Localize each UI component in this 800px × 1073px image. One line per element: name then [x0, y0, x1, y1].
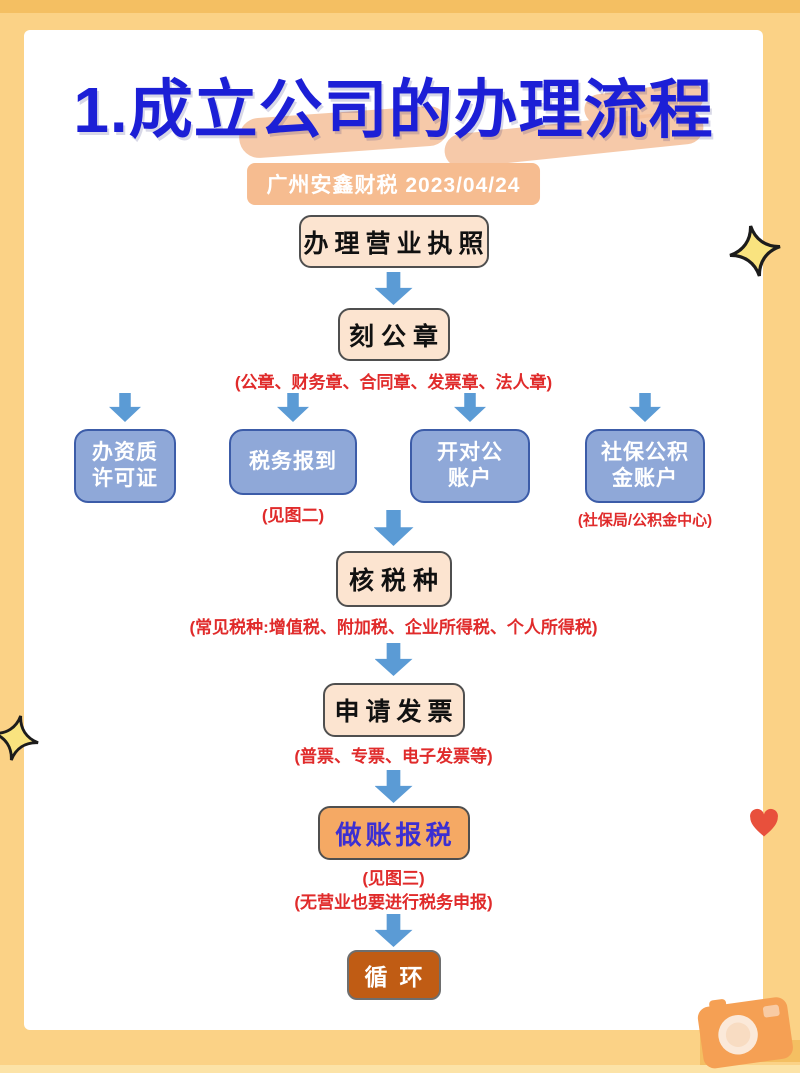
sparkle-icon [0, 715, 39, 761]
down-arrow-icon [374, 770, 413, 803]
content-card: 1.成立公司的办理流程 广州安鑫财税 2023/04/24 办理营业执照 刻公章… [24, 30, 763, 1030]
branch-label-line: 税务报到 [249, 450, 337, 473]
branch-note: (社保局/公积金中心) [577, 512, 713, 529]
flow-node-invoice: 申请发票 [322, 683, 465, 737]
author-date-badge: 广州安鑫财税 2023/04/24 [246, 163, 541, 205]
down-arrow-icon [629, 393, 661, 422]
flow-node-corporate-account: 开对公 账户 [410, 429, 530, 503]
branch-tax-registration: 税务报到 (见图二) [208, 393, 378, 526]
down-arrow-icon [374, 272, 413, 305]
branch-label-line: 许可证 [92, 467, 158, 490]
seal-note: (公章、财务章、合同章、发票章、法人章) [234, 373, 553, 392]
branch-note: (见图二) [261, 506, 325, 525]
branch-label-line: 金账户 [612, 467, 678, 490]
flow-node-qualification: 办资质 许可证 [74, 429, 176, 503]
branch-qualification: 办资质 许可证 [40, 393, 210, 509]
branch-row: 办资质 许可证 税务报到 (见图二) 开对公 账户 社保公积 [24, 393, 763, 533]
branch-label-line: 账户 [448, 467, 492, 490]
branch-social-security: 社保公积 金账户 (社保局/公积金中心) [560, 393, 730, 530]
bookkeeping-note-2: (无营业也要进行税务申报) [294, 893, 493, 912]
flow-node-bookkeeping: 做账报税 [317, 806, 470, 860]
branch-label-line: 办资质 [92, 441, 158, 464]
invoice-note: (普票、专票、电子发票等) [294, 747, 493, 766]
branch-corporate-account: 开对公 账户 [385, 393, 555, 509]
down-arrow-icon [374, 914, 413, 947]
tax-type-note: (常见税种:增值税、附加税、企业所得税、个人所得税) [189, 618, 598, 637]
heart-icon [750, 808, 778, 837]
page-title: 1.成立公司的办理流程 [73, 74, 714, 146]
flow-node-tax-type: 核税种 [335, 551, 452, 607]
title-block: 1.成立公司的办理流程 [24, 60, 763, 170]
down-arrow-icon [374, 643, 413, 676]
flow-node-social-security: 社保公积 金账户 [585, 429, 705, 503]
border-top-accent [0, 0, 800, 13]
down-arrow-icon [109, 393, 141, 422]
sparkle-icon [729, 225, 781, 277]
camera-icon [697, 997, 793, 1069]
down-arrow-icon [454, 393, 486, 422]
flow-node-tax-registration: 税务报到 [229, 429, 357, 495]
down-arrow-icon [277, 393, 309, 422]
flow-node-loop: 循环 [346, 950, 441, 1000]
branch-label-line: 开对公 [437, 441, 503, 464]
flow-node-seal: 刻公章 [337, 308, 450, 361]
border-bottom-accent [0, 1065, 800, 1073]
bookkeeping-note-1: (见图三) [362, 869, 425, 888]
branch-label-line: 社保公积 [601, 441, 689, 464]
flow-node-business-license: 办理营业执照 [298, 215, 489, 268]
